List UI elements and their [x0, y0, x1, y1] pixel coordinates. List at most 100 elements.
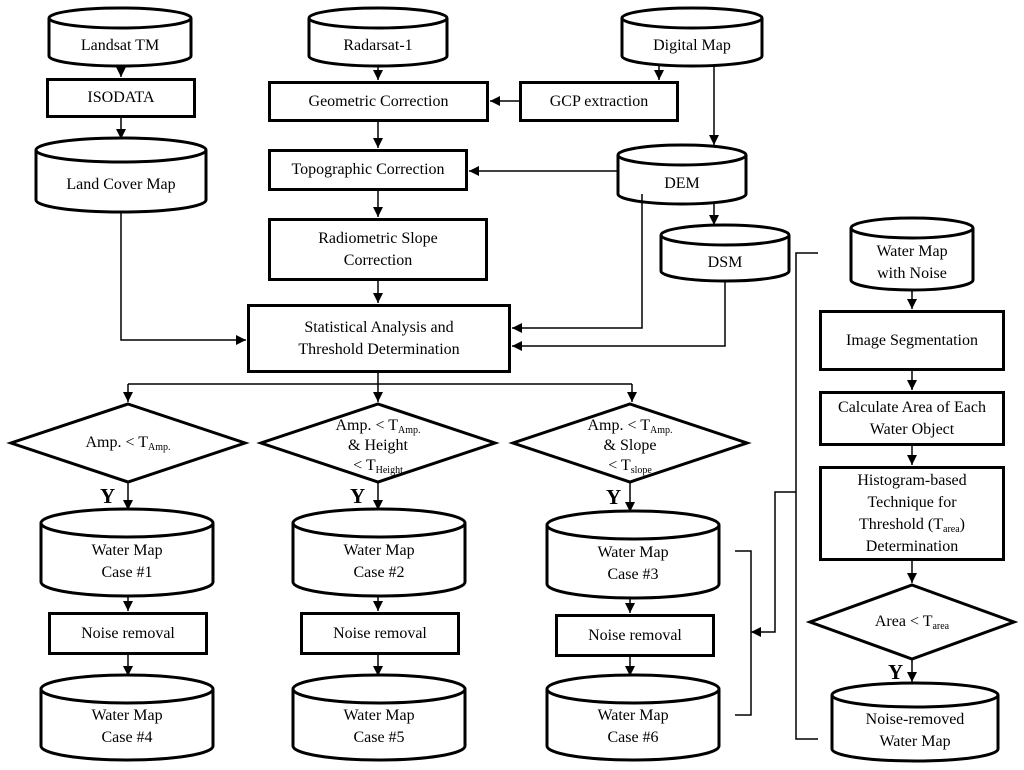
arrow-stats-branch [128, 373, 632, 385]
decision-amp-slope: Amp. < TAmp. & Slope < Tslope [513, 404, 747, 482]
box-geometric-correction: Geometric Correction [268, 81, 489, 122]
noise-removal-3-label: Noise removal [588, 626, 682, 644]
decision-amp-height-line2: & Height [348, 437, 408, 454]
decision-amp-height: Amp. < TAmp. & Height < THeight [261, 404, 495, 482]
radiometric-slope-correction-label: Radiometric Slope Correction [318, 229, 438, 269]
cyl-shape-digmap [620, 6, 764, 68]
water-map-case-1-line1: Water Map [91, 542, 163, 559]
image-segmentation-label: Image Segmentation [846, 331, 978, 349]
water-map-case-2-line1: Water Map [343, 542, 415, 559]
box-gcp-extraction: GCP extraction [519, 81, 679, 122]
cylinder-water-map-case-5: Water Map Case #5 [293, 682, 465, 760]
arrow-landcover-stats [120, 212, 246, 345]
cylinder-dsm: DSM [661, 232, 789, 281]
noise-removal-2-label: Noise removal [333, 624, 427, 642]
bracket-noise-chain [795, 252, 818, 740]
box-noise-removal-1: Noise removal [48, 612, 208, 655]
cyl-shape-wm5 [291, 673, 467, 762]
yes-label-4: Y [888, 660, 904, 684]
cyl-shape-wm3 [545, 509, 721, 600]
water-map-case-4-line1: Water Map [91, 707, 163, 724]
box-topographic-correction: Topographic Correction [268, 149, 468, 191]
digital-map-label: Digital Map [653, 37, 731, 54]
noise-removed-line2: Water Map [879, 733, 951, 750]
box-statistical-analysis: Statistical Analysis and Threshold Deter… [247, 304, 511, 373]
calculate-area-label: Calculate Area of Each Water Object [838, 398, 986, 438]
noise-removed-line1: Noise-removed [865, 711, 965, 728]
decision-amp-slope-line2: & Slope [603, 437, 657, 454]
yes-label-3: Y [606, 485, 622, 509]
cylinder-radarsat-1: Radarsat-1 [309, 14, 447, 66]
box-noise-removal-3: Noise removal [555, 614, 715, 657]
cylinder-water-map-case-6: Water Map Case #6 [547, 682, 719, 760]
cyl-shape-landsat [47, 6, 193, 68]
decision-amp-slope-line1: Amp. < TAmp. [587, 417, 673, 436]
decision-area-threshold: Area < Tarea [810, 585, 1014, 659]
decision-amp-slope-line3: < Tslope [608, 457, 652, 476]
water-map-case-1-line2: Case #1 [101, 564, 153, 581]
cylinder-water-map-case-4: Water Map Case #4 [41, 682, 213, 760]
cylinder-water-map-case-2: Water Map Case #2 [293, 516, 465, 596]
dem-label: DEM [664, 175, 700, 192]
box-histogram-threshold: Histogram-based Technique for Threshold … [819, 466, 1005, 561]
histogram-line2: Threshold (Tarea) [859, 515, 965, 535]
cyl-shape-wm6 [545, 673, 721, 762]
bracket-case3-case6 [735, 550, 752, 716]
arrow-dem-stats [512, 194, 643, 333]
geometric-correction-label: Geometric Correction [308, 92, 449, 110]
cyl-shape-dsm [659, 223, 791, 283]
cyl-shape-wm1 [39, 507, 215, 598]
box-radiometric-slope-correction: Radiometric Slope Correction [268, 218, 488, 281]
cylinder-digital-map: Digital Map [622, 14, 762, 66]
topographic-correction-label: Topographic Correction [291, 161, 445, 178]
water-map-case-5-line2: Case #5 [353, 729, 405, 746]
yes-label-1: Y [100, 484, 116, 508]
land-cover-map-label: Land Cover Map [66, 176, 176, 193]
radarsat-1-label: Radarsat-1 [343, 37, 413, 54]
water-map-case-6-line2: Case #6 [607, 729, 659, 746]
box-noise-removal-2: Noise removal [300, 612, 460, 655]
box-isodata: ISODATA [46, 78, 196, 118]
decision-area-label: Area < Tarea [874, 613, 950, 632]
histogram-line1: Histogram-based Technique for [857, 471, 967, 511]
decision-amp-height-line1: Amp. < TAmp. [335, 417, 421, 436]
gcp-extraction-label: GCP extraction [549, 92, 649, 110]
box-calculate-area: Calculate Area of Each Water Object [819, 391, 1005, 446]
cylinder-land-cover-map: Land Cover Map [36, 146, 206, 212]
water-map-case-3-line1: Water Map [597, 544, 669, 561]
arrow-bracket-to-nr [751, 491, 796, 637]
decision-amp-label: Amp. < TAmp. [85, 434, 171, 453]
water-map-case-3-line2: Case #3 [607, 566, 659, 583]
water-map-case-4-line2: Case #4 [101, 729, 153, 746]
arrow-dsm-stats [512, 281, 726, 351]
water-map-with-noise-label: Water Map with Noise [876, 243, 948, 282]
box-image-segmentation: Image Segmentation [819, 310, 1005, 371]
dsm-label: DSM [707, 253, 743, 271]
cylinder-water-map-case-1: Water Map Case #1 [41, 516, 213, 596]
water-map-case-6-line1: Water Map [597, 707, 669, 724]
landsat-tm-label: Landsat TM [80, 37, 160, 54]
statistical-analysis-label: Statistical Analysis and Threshold Deter… [298, 318, 460, 358]
decision-amp-threshold: Amp. < TAmp. [11, 404, 245, 482]
noise-removal-1-label: Noise removal [81, 624, 175, 642]
yes-label-2: Y [350, 484, 366, 508]
cyl-shape-landcover [34, 136, 208, 214]
cylinder-water-map-case-3: Water Map Case #3 [547, 518, 719, 598]
cyl-shape-dem [616, 143, 748, 206]
histogram-line3: Determination [865, 537, 959, 555]
decision-amp-height-line3: < THeight [353, 457, 403, 476]
cylinder-dem: DEM [618, 152, 746, 204]
cyl-shape-final [830, 681, 1000, 763]
isodata-label: ISODATA [87, 89, 155, 106]
cyl-shape-wm4 [39, 673, 215, 762]
cyl-shape-radarsat [307, 6, 449, 68]
water-map-case-2-line2: Case #2 [353, 564, 405, 581]
water-map-case-5-line1: Water Map [343, 707, 415, 724]
cylinder-water-map-with-noise: Water Map with Noise [851, 224, 973, 290]
cylinder-landsat-tm: Landsat TM [49, 14, 191, 66]
cyl-shape-wm2 [291, 507, 467, 598]
cyl-shape-wmnoise [849, 216, 975, 292]
cylinder-noise-removed-water-map: Noise-removed Water Map [832, 689, 998, 761]
